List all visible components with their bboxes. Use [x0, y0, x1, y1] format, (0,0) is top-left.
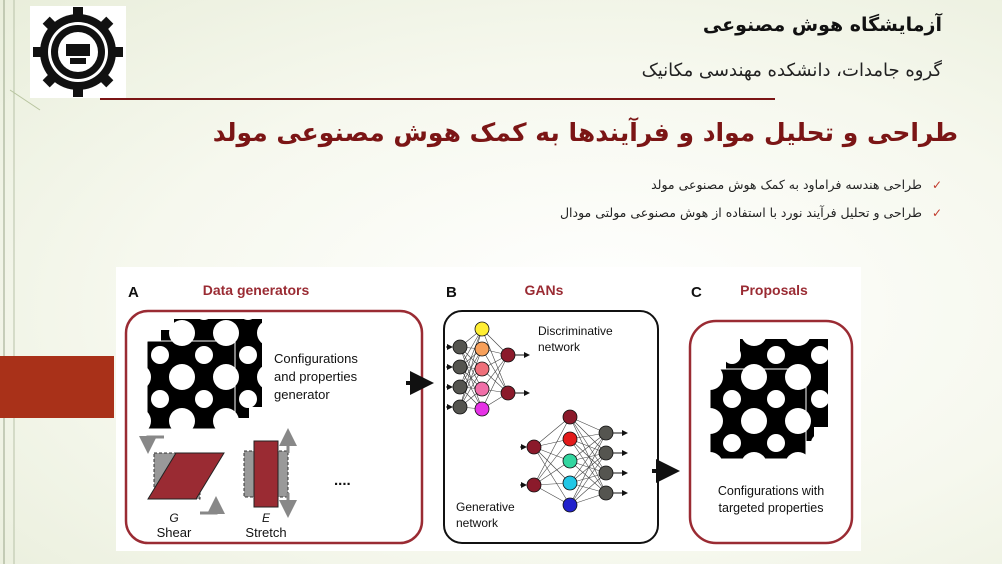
network-node: [526, 439, 542, 455]
network-node: [474, 321, 490, 337]
network-edge: [569, 432, 607, 506]
microstructure-stack: [146, 319, 262, 430]
more-modes-ellipsis: ....: [334, 472, 351, 489]
shear-symbol: G: [169, 511, 178, 525]
panel-b-title: GANs: [525, 282, 564, 298]
panel-a-letter: A: [128, 284, 139, 301]
network-edge: [459, 328, 483, 388]
panel-a-title: Data generators: [203, 282, 310, 298]
discriminative-label-line2: network: [538, 340, 581, 354]
list-item: ✓ طراحی و تحلیل فرآیند نورد با استفاده از…: [422, 202, 942, 230]
panel-b-frame: [443, 310, 659, 544]
network-edge: [569, 416, 607, 494]
discriminative-label-line1: Discriminative: [538, 324, 613, 338]
network-node: [474, 361, 490, 377]
network-node: [562, 475, 578, 491]
panel-c-frame: [688, 319, 854, 545]
network-edge: [569, 452, 607, 484]
proposal-stack: [709, 339, 828, 460]
network-node: [474, 341, 490, 357]
network-edge: [569, 452, 607, 506]
network-node: [562, 409, 578, 425]
network-edge: [533, 446, 571, 484]
panel-b-letter: B: [446, 284, 457, 301]
network-node: [474, 401, 490, 417]
network-edge: [533, 446, 571, 506]
university-seal-icon: [30, 6, 126, 98]
network-edge: [481, 354, 509, 410]
accent-bar: [0, 356, 114, 418]
network-edge: [569, 432, 607, 462]
group-name: گروه جامدات، دانشکده مهندسی مکانیک: [641, 60, 942, 81]
network-edge: [459, 328, 483, 408]
network-node: [598, 485, 614, 501]
slide-title: طراحی و تحلیل مواد و فرآیندها به کمک هوش…: [212, 118, 958, 147]
proposal-caption-line2: targeted properties: [719, 501, 824, 515]
network-node: [474, 381, 490, 397]
stretch-diagram: [243, 428, 297, 518]
bullet-text: طراحی هندسه فراماود به کمک هوش مصنوعی مو…: [651, 177, 922, 192]
network-edge: [481, 348, 509, 394]
stretch-label: Stretch: [245, 525, 286, 540]
network-node: [562, 453, 578, 469]
check-icon: ✓: [931, 206, 942, 220]
network-edge: [533, 438, 571, 486]
network-edge: [569, 472, 607, 506]
network-node: [452, 339, 468, 355]
generator-caption-line3: generator: [274, 387, 330, 402]
bullet-list: ✓ طراحی هندسه فراماود به کمک هوش مصنوعی م…: [422, 174, 942, 230]
network-edge: [569, 438, 607, 474]
gan-workflow-figure: A Data generators Configurations and pro…: [116, 267, 861, 551]
network-node: [562, 497, 578, 513]
network-node: [526, 477, 542, 493]
network-edge: [533, 416, 571, 448]
shear-diagram: [139, 435, 225, 515]
generative-label-line2: network: [456, 516, 499, 530]
panel-a-frame: [124, 309, 424, 545]
shear-label: Shear: [157, 525, 192, 540]
discriminative-network: [446, 321, 530, 417]
check-icon: ✓: [931, 178, 942, 192]
network-node: [598, 465, 614, 481]
generative-network: [520, 409, 628, 513]
network-node: [500, 347, 516, 363]
network-edge: [569, 432, 607, 484]
generator-caption-line2: and properties: [274, 369, 358, 384]
network-node: [562, 431, 578, 447]
network-node: [452, 399, 468, 415]
panel-c-letter: C: [691, 284, 702, 301]
generative-label-line1: Generative: [456, 500, 515, 514]
network-node: [452, 359, 468, 375]
network-edge: [533, 416, 571, 486]
network-edge: [481, 328, 509, 394]
panel-c-title: Proposals: [740, 282, 808, 298]
network-node: [452, 379, 468, 395]
network-edge: [569, 460, 607, 494]
bullet-text: طراحی و تحلیل فرآیند نورد با استفاده از …: [559, 205, 922, 220]
generator-caption-line1: Configurations: [274, 351, 358, 366]
network-node: [598, 425, 614, 441]
list-item: ✓ طراحی هندسه فراماود به کمک هوش مصنوعی م…: [422, 174, 942, 202]
proposal-caption-line1: Configurations with: [718, 484, 824, 498]
lab-name: آزمایشگاه هوش مصنوعی: [702, 14, 942, 36]
network-edge: [459, 348, 483, 408]
network-node: [598, 445, 614, 461]
network-node: [500, 385, 516, 401]
network-edge: [569, 416, 607, 454]
stretch-symbol: E: [262, 511, 271, 525]
network-edge: [569, 416, 607, 474]
network-edge: [569, 438, 607, 494]
